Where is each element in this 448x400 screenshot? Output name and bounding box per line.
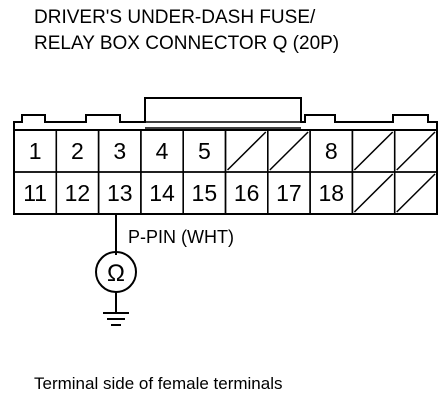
terminal-number: 15 — [192, 180, 218, 206]
unused-terminal-slash — [269, 131, 309, 171]
terminal-number: 1 — [29, 138, 42, 164]
unused-terminal-slash — [396, 173, 436, 213]
probe-label: P-PIN (WHT) — [128, 227, 234, 247]
unused-terminal-slash — [353, 173, 394, 213]
unused-terminal-slash — [396, 131, 436, 171]
terminal-number: 5 — [198, 138, 211, 164]
terminal-cavity — [393, 171, 438, 215]
terminal-number: 14 — [149, 180, 175, 206]
terminal-number: 3 — [113, 138, 126, 164]
title-line-2: RELAY BOX CONNECTOR Q (20P) — [34, 33, 339, 54]
terminal-number: 4 — [156, 138, 169, 164]
ohmmeter-icon: Ω — [95, 251, 137, 293]
terminal-number: 13 — [107, 180, 133, 206]
terminal-number: 12 — [65, 180, 91, 206]
caption: Terminal side of female terminals — [34, 374, 282, 393]
ground-icon — [103, 312, 129, 326]
title-line-1: DRIVER'S UNDER-DASH FUSE/ — [34, 7, 316, 28]
terminal-number: 16 — [234, 180, 260, 206]
terminal-number: 11 — [23, 180, 47, 206]
terminal-number: 18 — [318, 180, 344, 206]
terminal-number: 17 — [276, 180, 302, 206]
ohm-symbol: Ω — [107, 260, 125, 287]
unused-terminal-slash — [226, 131, 267, 171]
unused-terminal-slash — [353, 131, 394, 171]
terminal-number: 8 — [325, 138, 338, 164]
terminal-number: 2 — [71, 138, 84, 164]
